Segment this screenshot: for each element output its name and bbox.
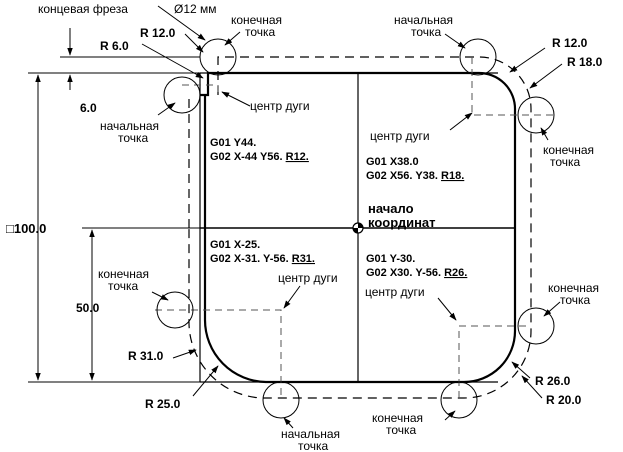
dim-r6: R 6.0 bbox=[100, 39, 129, 53]
svg-text:точка: точка bbox=[108, 279, 139, 293]
arrow-center-q1 bbox=[449, 112, 473, 131]
svg-text:G02 X56. Y38. R18.: G02 X56. Y38. R18. bbox=[366, 170, 464, 182]
arrow-end-b bbox=[444, 410, 456, 421]
point-label-end-ml: конечная точка bbox=[98, 267, 149, 293]
svg-text:точка: точка bbox=[386, 423, 417, 437]
arrow-r12-left bbox=[184, 33, 204, 53]
arrow-r20 bbox=[521, 375, 543, 399]
svg-text:точка: точка bbox=[550, 155, 581, 169]
cutter-start-mr bbox=[517, 307, 555, 345]
arrow-start-l bbox=[157, 102, 176, 116]
arrow-start-mr bbox=[543, 301, 561, 317]
svg-text:начальная: начальная bbox=[281, 427, 340, 441]
arrow-end-tl bbox=[224, 31, 241, 46]
cutter-circles bbox=[156, 38, 555, 419]
arrow-center-q3 bbox=[283, 285, 301, 309]
origin-marker bbox=[352, 222, 364, 234]
program-q1: G01 X38.0 G02 X56. Y38. R18. bbox=[366, 156, 464, 182]
point-label-start-b: начальная точка bbox=[281, 427, 340, 452]
dim-r12-right: R 12.0 bbox=[552, 36, 588, 50]
svg-text:G02 X30. Y-56. R26.: G02 X30. Y-56. R26. bbox=[366, 267, 467, 279]
point-label-end-tl: конечная точка bbox=[231, 13, 282, 39]
svg-text:начальная: начальная bbox=[100, 119, 159, 133]
arrow-start-tr bbox=[444, 33, 466, 49]
arrow-end-ml bbox=[151, 291, 169, 301]
cutter-label: концевая фреза bbox=[38, 2, 128, 16]
dim-offset-50: 50.0 bbox=[76, 301, 100, 315]
origin-label-line2: координат bbox=[368, 215, 436, 230]
program-q4: G01 Y-30. G02 X30. Y-56. R26. bbox=[366, 253, 467, 279]
dim-r18: R 18.0 bbox=[567, 55, 603, 69]
program-q3: G01 X-25. G02 X-31. Y-56. R31. bbox=[210, 239, 315, 265]
svg-text:конечная: конечная bbox=[372, 411, 423, 425]
diameter-label: Ø12 мм bbox=[174, 2, 217, 16]
arrow-r26 bbox=[511, 361, 531, 379]
extension-lines bbox=[28, 56, 200, 383]
dim-overall: □100.0 bbox=[6, 221, 46, 236]
svg-text:G01 X-25.: G01 X-25. bbox=[210, 239, 260, 251]
svg-text:конечная: конечная bbox=[231, 13, 282, 27]
cutter-start-tr bbox=[459, 38, 497, 76]
point-label-end-b: конечная точка bbox=[372, 411, 423, 437]
svg-text:G01 X38.0: G01 X38.0 bbox=[366, 156, 419, 168]
svg-text:точка: точка bbox=[298, 439, 329, 452]
part-contour bbox=[200, 71, 517, 384]
dim-offset-6: 6.0 bbox=[80, 101, 97, 115]
point-label-end-mr: конечная точка bbox=[548, 281, 599, 307]
point-label-end-r: конечная точка bbox=[543, 143, 594, 169]
dim-r12-left: R 12.0 bbox=[140, 26, 176, 40]
arrow-center-q2 bbox=[221, 91, 251, 107]
svg-text:точка: точка bbox=[118, 131, 149, 145]
cutter-end-tl bbox=[199, 38, 237, 76]
arrow-cutter bbox=[157, 5, 206, 41]
arrow-r12-right bbox=[509, 47, 546, 73]
svg-text:конечная: конечная bbox=[548, 281, 599, 295]
cutter-start-l bbox=[163, 76, 201, 114]
svg-text:G01 Y-30.: G01 Y-30. bbox=[366, 253, 415, 265]
svg-text:G02 X-31. Y-56. R31.: G02 X-31. Y-56. R31. bbox=[210, 253, 315, 265]
leader-arrows bbox=[141, 5, 563, 429]
origin-label-line1: начало bbox=[368, 201, 414, 216]
svg-text:точка: точка bbox=[245, 25, 276, 39]
arc-center-label-q1: центр дуги bbox=[370, 129, 430, 143]
cutter-end-ml bbox=[156, 291, 194, 329]
svg-text:конечная: конечная bbox=[543, 143, 594, 157]
arrow-center-q4 bbox=[437, 297, 457, 321]
arrow-r18 bbox=[529, 63, 563, 89]
arrow-start-b bbox=[283, 417, 294, 429]
dim-r31: R 31.0 bbox=[128, 349, 164, 363]
arc-center-label-q3: центр дуги bbox=[278, 271, 338, 285]
dim-r26: R 26.0 bbox=[535, 374, 571, 388]
svg-text:точка: точка bbox=[411, 25, 442, 39]
cutter-end-r bbox=[517, 96, 555, 134]
arc-center-lines bbox=[155, 57, 557, 398]
arrow-end-r bbox=[540, 127, 549, 141]
svg-text:точка: точка bbox=[560, 293, 591, 307]
dimension-lines bbox=[35, 28, 95, 381]
cutter-end-b bbox=[440, 381, 478, 419]
point-label-start-tr: начальная точка bbox=[394, 13, 453, 39]
arrow-r6 bbox=[141, 43, 204, 79]
arc-center-label-q2: центр дуги bbox=[250, 99, 310, 113]
dim-r20: R 20.0 bbox=[546, 393, 582, 407]
svg-text:G01 Y44.: G01 Y44. bbox=[210, 137, 256, 149]
dim-r25: R 25.0 bbox=[145, 397, 181, 411]
arrow-r31 bbox=[172, 349, 197, 359]
arrow-r25 bbox=[192, 365, 219, 397]
cutter-start-b bbox=[262, 381, 300, 419]
arc-center-label-q4: центр дуги bbox=[365, 285, 425, 299]
svg-text:конечная: конечная bbox=[98, 267, 149, 281]
program-q2: G01 Y44. G02 X-44 Y56. R12. bbox=[210, 137, 309, 163]
svg-text:начальная: начальная bbox=[394, 13, 453, 27]
svg-text:G02 X-44 Y56. R12.: G02 X-44 Y56. R12. bbox=[210, 151, 309, 163]
point-label-start-l: начальная точка bbox=[100, 119, 159, 145]
